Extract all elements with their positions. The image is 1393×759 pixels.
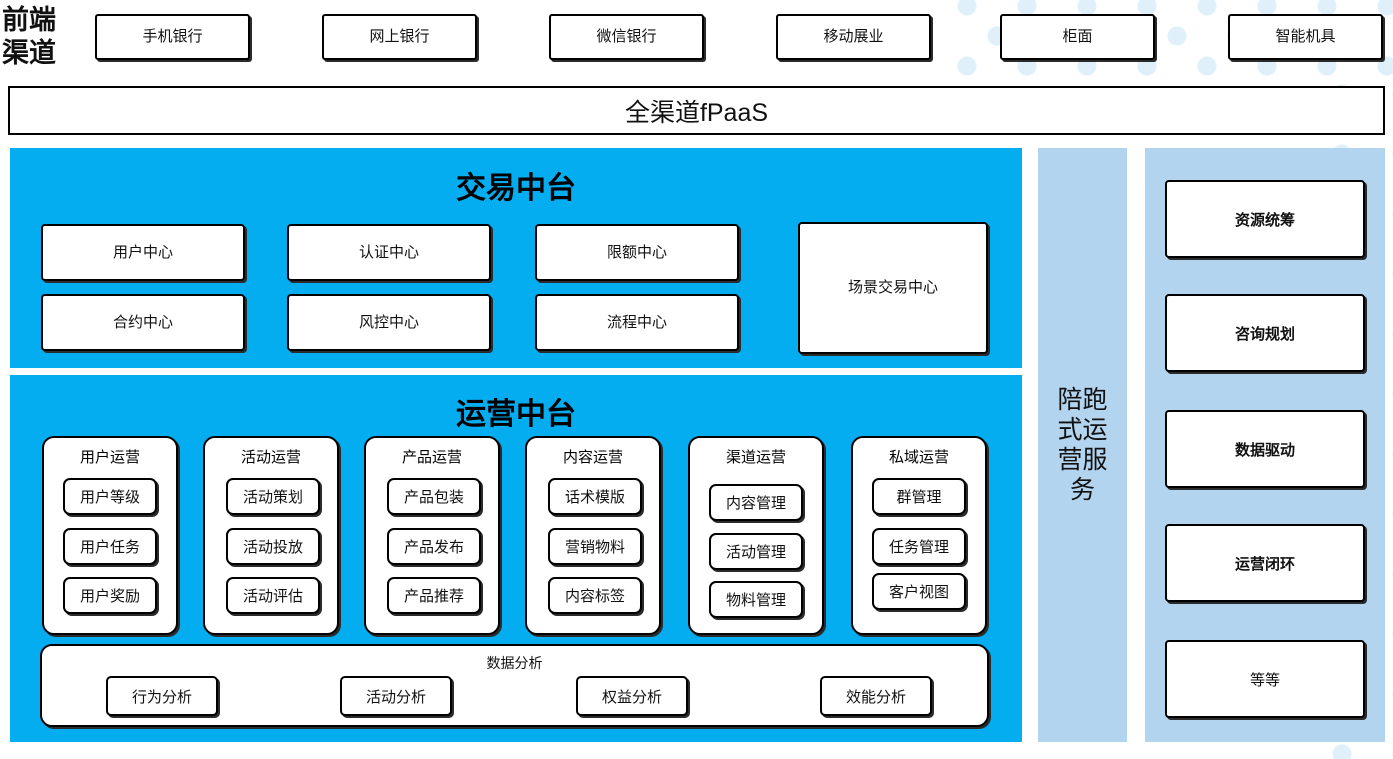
tx-box-auth-center[interactable]: 认证中心 — [287, 224, 491, 281]
tx-box-risk-center[interactable]: 风控中心 — [287, 294, 491, 351]
analysis-item-benefit[interactable]: 权益分析 — [576, 676, 688, 716]
tx-box-label: 场景交易中心 — [847, 279, 938, 297]
op-item-group-management[interactable]: 群管理 — [872, 478, 966, 515]
op-item-task-management[interactable]: 任务管理 — [872, 528, 966, 565]
op-item-user-level[interactable]: 用户等级 — [63, 478, 157, 515]
channel-box-mobile-business[interactable]: 移动展业 — [776, 14, 931, 60]
capability-box-consulting-planning[interactable]: 咨询规划 — [1165, 294, 1365, 372]
op-item-label: 用户等级 — [79, 489, 140, 506]
channel-box-smart-machine[interactable]: 智能机具 — [1228, 14, 1383, 60]
tx-box-limit-center[interactable]: 限额中心 — [535, 224, 739, 281]
analysis-item-behavior[interactable]: 行为分析 — [106, 676, 218, 716]
operation-platform-title: 运营中台 — [456, 398, 576, 431]
op-group-title: 私域运营 — [888, 449, 949, 466]
channel-box-label: 手机银行 — [142, 28, 203, 46]
op-item-product-packaging[interactable]: 产品包装 — [387, 478, 481, 515]
op-group-title: 渠道运营 — [725, 449, 786, 466]
channel-box-label: 微信银行 — [596, 28, 657, 46]
analysis-item-label: 活动分析 — [365, 688, 426, 706]
frontend-channel-label: 前端 渠道 — [2, 2, 80, 72]
tx-box-user-center[interactable]: 用户中心 — [41, 224, 245, 281]
frontend-channel-label-line2: 渠道 — [2, 38, 56, 68]
op-item-label: 内容标签 — [564, 588, 625, 605]
op-group-title: 活动运营 — [240, 449, 301, 466]
op-item-user-task[interactable]: 用户任务 — [63, 528, 157, 565]
analysis-item-label: 效能分析 — [845, 688, 906, 706]
op-item-content-tag[interactable]: 内容标签 — [548, 577, 642, 614]
op-item-product-recommendation[interactable]: 产品推荐 — [387, 577, 481, 614]
op-item-label: 物料管理 — [725, 592, 786, 609]
analysis-item-campaign[interactable]: 活动分析 — [340, 676, 452, 716]
tx-box-scenario-trade-center[interactable]: 场景交易中心 — [798, 222, 988, 354]
service-strip-label-wrap: 陪跑式运营服务 — [1038, 148, 1127, 742]
op-group-title: 产品运营 — [401, 449, 462, 466]
op-item-user-reward[interactable]: 用户奖励 — [63, 577, 157, 614]
op-item-marketing-material[interactable]: 营销物料 — [548, 528, 642, 565]
tx-box-label: 合约中心 — [112, 313, 173, 331]
op-item-label: 活动评估 — [242, 588, 303, 605]
channel-box-label: 智能机具 — [1275, 28, 1336, 46]
transaction-platform-title: 交易中台 — [456, 172, 576, 205]
op-item-label: 群管理 — [896, 489, 942, 506]
op-item-label: 客户视图 — [888, 584, 949, 601]
fpaas-bar[interactable]: 全渠道fPaaS — [8, 86, 1385, 135]
op-item-label: 用户任务 — [79, 539, 140, 556]
op-item-material-management[interactable]: 物料管理 — [709, 581, 803, 618]
tx-box-label: 风控中心 — [358, 313, 419, 331]
capability-box-label: 等等 — [1249, 671, 1280, 689]
tx-box-label: 限额中心 — [606, 243, 667, 261]
capability-box-label: 咨询规划 — [1234, 325, 1295, 343]
analysis-item-efficiency[interactable]: 效能分析 — [820, 676, 932, 716]
op-item-campaign-management[interactable]: 活动管理 — [709, 533, 803, 570]
channel-box-label: 移动展业 — [823, 28, 884, 46]
op-item-product-release[interactable]: 产品发布 — [387, 528, 481, 565]
capability-box-label: 运营闭环 — [1234, 555, 1295, 573]
tx-box-label: 用户中心 — [112, 243, 173, 261]
frontend-channel-label-line1: 前端 — [2, 5, 56, 35]
op-group-title: 内容运营 — [562, 449, 623, 466]
channel-box-wechat-bank[interactable]: 微信银行 — [549, 14, 704, 60]
channel-box-counter[interactable]: 柜面 — [1000, 14, 1155, 60]
capability-box-data-driven[interactable]: 数据驱动 — [1165, 410, 1365, 488]
op-item-label: 用户奖励 — [79, 588, 140, 605]
tx-box-label: 流程中心 — [606, 313, 667, 331]
channel-box-label: 柜面 — [1062, 28, 1093, 46]
op-item-label: 活动投放 — [242, 539, 303, 556]
op-item-content-management[interactable]: 内容管理 — [709, 484, 803, 521]
data-analysis-title: 数据分析 — [486, 655, 543, 671]
op-item-label: 产品发布 — [403, 539, 464, 556]
capability-box-etc[interactable]: 等等 — [1165, 640, 1365, 718]
op-item-label: 营销物料 — [564, 539, 625, 556]
channel-box-mobile-bank[interactable]: 手机银行 — [95, 14, 250, 60]
capability-box-label: 数据驱动 — [1234, 441, 1295, 459]
op-item-label: 产品推荐 — [403, 588, 464, 605]
channel-box-online-bank[interactable]: 网上银行 — [322, 14, 477, 60]
analysis-item-label: 权益分析 — [601, 688, 662, 706]
op-item-label: 产品包装 — [403, 489, 464, 506]
op-item-campaign-evaluation[interactable]: 活动评估 — [226, 577, 320, 614]
capability-box-resource-coordination[interactable]: 资源统筹 — [1165, 180, 1365, 258]
capability-box-operation-closed-loop[interactable]: 运营闭环 — [1165, 524, 1365, 602]
capability-panel: 资源统筹 咨询规划 数据驱动 运营闭环 等等 — [1145, 148, 1385, 742]
fpaas-bar-label: 全渠道fPaaS — [624, 98, 769, 127]
service-strip-panel: 陪跑式运营服务 — [1038, 148, 1127, 742]
op-item-label: 活动策划 — [242, 489, 303, 506]
op-item-label: 任务管理 — [888, 539, 949, 556]
op-item-script-template[interactable]: 话术模版 — [548, 478, 642, 515]
service-strip-label: 陪跑式运营服务 — [1057, 386, 1108, 504]
op-item-label: 话术模版 — [564, 489, 625, 506]
op-item-label: 内容管理 — [725, 495, 786, 512]
tx-box-contract-center[interactable]: 合约中心 — [41, 294, 245, 351]
tx-box-process-center[interactable]: 流程中心 — [535, 294, 739, 351]
op-group-title: 用户运营 — [79, 449, 140, 466]
channel-box-label: 网上银行 — [369, 28, 430, 46]
op-item-campaign-delivery[interactable]: 活动投放 — [226, 528, 320, 565]
op-item-customer-view[interactable]: 客户视图 — [872, 573, 966, 610]
analysis-item-label: 行为分析 — [131, 688, 192, 706]
op-item-label: 活动管理 — [725, 544, 786, 561]
op-item-campaign-planning[interactable]: 活动策划 — [226, 478, 320, 515]
tx-box-label: 认证中心 — [358, 243, 419, 261]
capability-box-label: 资源统筹 — [1234, 211, 1295, 229]
